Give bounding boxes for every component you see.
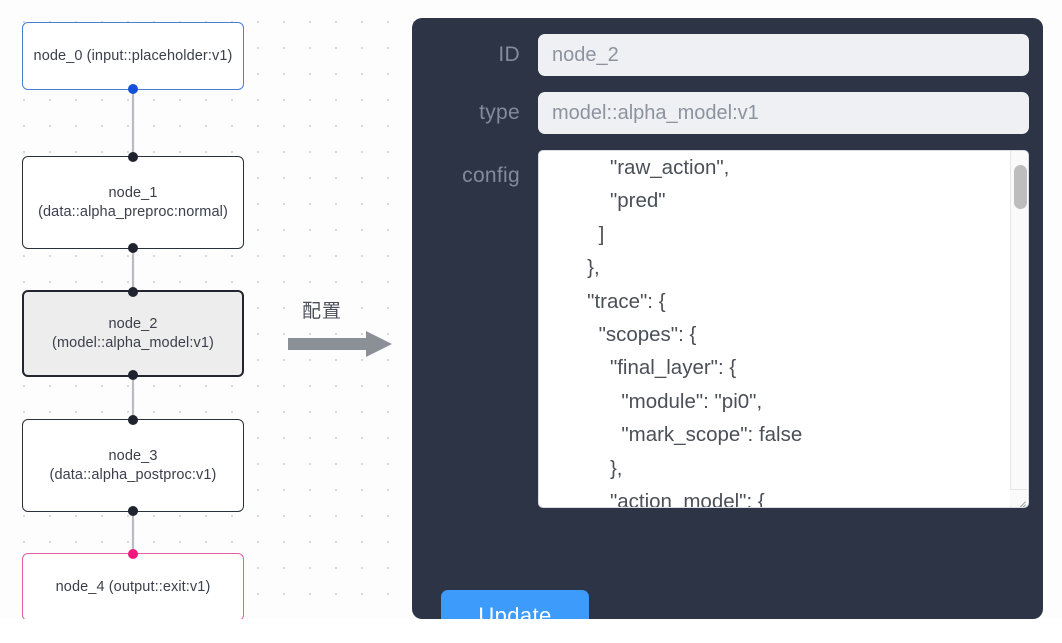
node-handle-source-node_0[interactable] <box>128 84 138 94</box>
node-handle-target-node_2[interactable] <box>128 287 138 297</box>
id-label: ID <box>498 43 520 66</box>
graph-node-node_3[interactable]: node_3 (data::alpha_postproc:v1) <box>22 415 244 516</box>
right-arrow-icon <box>288 331 392 357</box>
node-label-node_1: node_1 (data::alpha_preproc:normal) <box>38 184 228 220</box>
node-handle-source-node_3[interactable] <box>128 506 138 516</box>
field-row-config: config <box>426 150 1029 508</box>
type-label: type <box>479 101 520 124</box>
node-handle-target-node_4[interactable] <box>128 549 138 559</box>
graph-node-node_2[interactable]: node_2 (model::alpha_model:v1) <box>22 287 244 380</box>
graph-node-node_1[interactable]: node_1 (data::alpha_preproc:normal) <box>22 152 244 253</box>
node-label-node_2: node_2 (model::alpha_model:v1) <box>52 315 214 351</box>
type-input[interactable] <box>538 92 1029 134</box>
config-label: config <box>462 164 520 187</box>
node-config-panel: ID type config Update <box>412 18 1043 619</box>
config-textarea[interactable] <box>539 151 1028 507</box>
annotation-arrow-group: 配置 <box>288 296 396 360</box>
node-handle-source-node_2[interactable] <box>128 370 138 380</box>
id-input[interactable] <box>538 34 1029 76</box>
annotation-label: 配置 <box>302 300 343 322</box>
node-label-node_4: node_4 (output::exit:v1) <box>55 578 211 595</box>
node-label-node_3: node_3 (data::alpha_postproc:v1) <box>49 447 217 483</box>
graph-node-node_0[interactable]: node_0 (input::placeholder:v1) <box>22 22 244 94</box>
config-scrollbar[interactable] <box>1010 151 1028 507</box>
update-button[interactable]: Update <box>441 590 589 619</box>
config-resize-grip[interactable] <box>1010 489 1027 506</box>
node-label-node_0: node_0 (input::placeholder:v1) <box>33 47 233 64</box>
config-textarea-wrapper <box>538 150 1029 508</box>
field-row-id: ID <box>426 34 1029 76</box>
node-handle-source-node_1[interactable] <box>128 243 138 253</box>
graph-node-node_4[interactable]: node_4 (output::exit:v1) <box>22 549 244 621</box>
page-bottom-cover <box>0 619 1062 643</box>
config-scrollbar-thumb[interactable] <box>1014 165 1027 209</box>
field-row-type: type <box>426 92 1029 134</box>
node-handle-target-node_3[interactable] <box>128 415 138 425</box>
node-handle-target-node_1[interactable] <box>128 152 138 162</box>
